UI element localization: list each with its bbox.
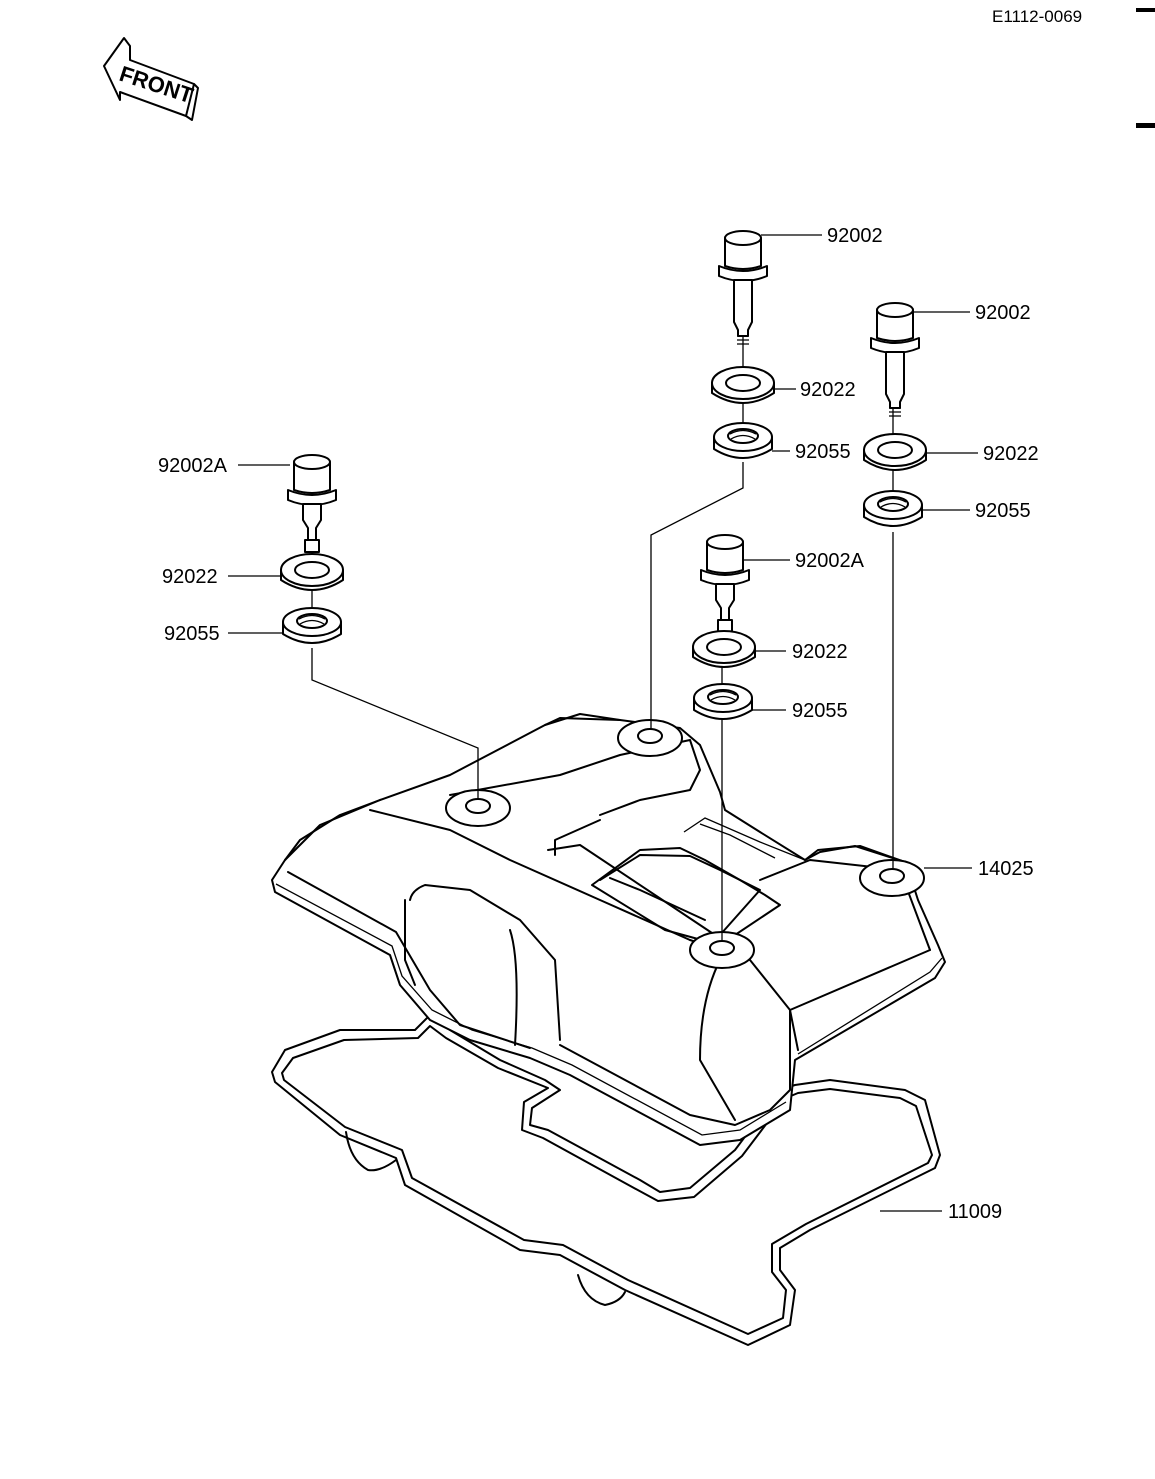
label-grommet-rear-right: 92055 xyxy=(975,500,1031,522)
bolt-rear-center xyxy=(718,230,768,345)
gasket xyxy=(271,1014,941,1346)
label-bolt-rear-center: 92002 xyxy=(827,225,883,247)
label-gasket: 11009 xyxy=(948,1201,1002,1223)
part-labels: 92002 92002 92022 92022 92055 92055 9200… xyxy=(158,225,1039,1223)
label-grommet-left: 92055 xyxy=(164,623,220,645)
label-grommet-front-center: 92055 xyxy=(792,700,848,722)
label-head-cover: 14025 xyxy=(978,858,1034,880)
cover-boss-hole xyxy=(617,719,683,757)
leader-lines xyxy=(228,234,978,1212)
washer-front-center xyxy=(692,630,756,668)
label-bolt-front-center: 92002A xyxy=(795,550,865,572)
label-washer-rear-right: 92022 xyxy=(983,443,1039,465)
bolt-front-center xyxy=(700,534,750,641)
label-grommet-rear-center: 92055 xyxy=(795,441,851,463)
washer-rear-right xyxy=(863,433,927,471)
label-washer-front-center: 92022 xyxy=(792,641,848,663)
washer-rear-center xyxy=(711,366,775,404)
bolt-left xyxy=(287,454,337,561)
grommet-left xyxy=(282,607,342,644)
front-label: FRONT xyxy=(116,61,196,108)
washer-left xyxy=(280,553,344,591)
label-bolt-left: 92002A xyxy=(158,455,228,477)
front-direction-arrow: FRONT xyxy=(103,37,199,121)
head-cover xyxy=(271,713,946,1146)
label-washer-left: 92022 xyxy=(162,566,218,588)
drawing-code: E1112-0069 xyxy=(992,7,1082,26)
label-bolt-rear-right: 92002 xyxy=(975,302,1031,324)
grommet-rear-center xyxy=(713,422,773,459)
bolt-rear-right xyxy=(870,302,920,417)
registration-marks xyxy=(1136,8,1155,128)
label-washer-rear-center: 92022 xyxy=(800,379,856,401)
cover-boss-hole xyxy=(859,859,925,897)
grommet-front-center xyxy=(693,683,753,720)
grommet-rear-right xyxy=(863,490,923,527)
